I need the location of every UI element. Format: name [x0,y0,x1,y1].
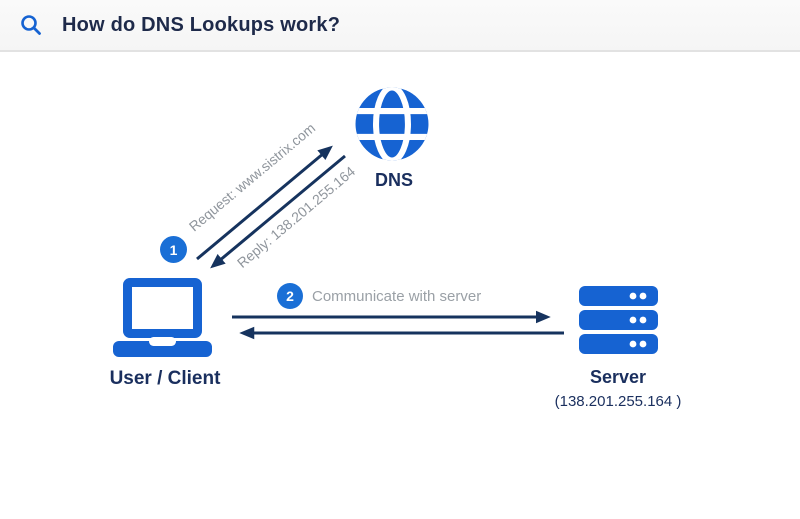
server-icon [579,286,658,355]
header-bar: How do DNS Lookups work? [0,0,800,52]
request-arrow [196,145,333,261]
server-node-label: Server [589,367,647,387]
page-title: How do DNS Lookups work? [62,13,341,36]
communicate-label: Communicate with server [312,288,482,305]
dns-node-label: DNS [374,170,413,190]
globe-icon [354,86,430,162]
reply-arrow [210,154,346,269]
step1-badge: 1 [160,236,187,263]
step2-badge: 2 [277,283,303,309]
client-node-label: User / Client [109,368,221,389]
laptop-icon [112,276,213,358]
server-ip-label: (138.201.255.164 ) [554,393,682,410]
search-icon[interactable] [19,13,43,37]
